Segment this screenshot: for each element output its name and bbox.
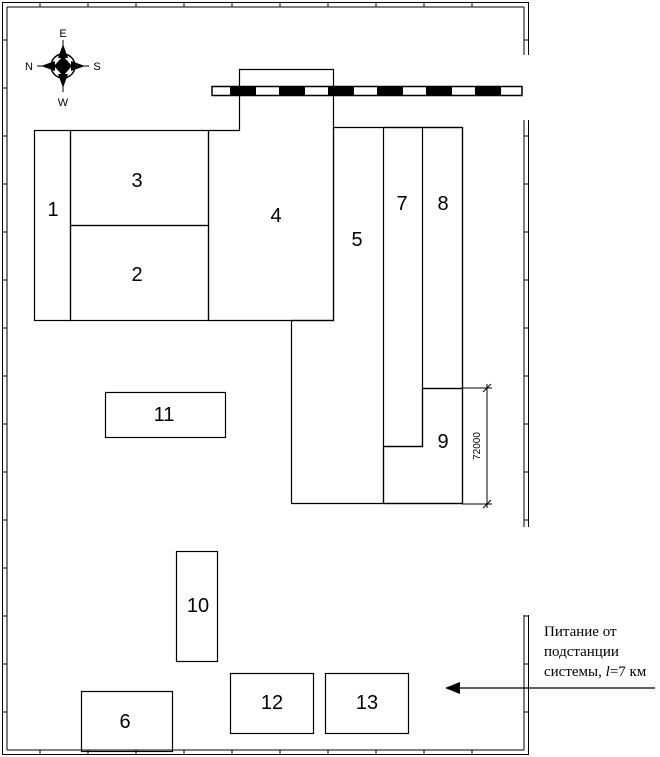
site-boundary (2, 2, 529, 755)
building-6-label: 6 (119, 711, 130, 733)
gate-opening-top (523, 55, 531, 120)
power-note-line1: Питание от (544, 624, 617, 640)
railway-track (211, 85, 523, 97)
power-note-line3: системы, l=7 км (544, 664, 647, 680)
building-4-label: 4 (270, 205, 281, 227)
building-11 (104, 391, 227, 439)
building-7-label: 7 (396, 193, 407, 215)
building-10-label: 10 (187, 595, 209, 617)
power-feed-arrow-icon (445, 682, 655, 694)
fence-ticks (2, 2, 529, 755)
dimension-line (462, 383, 492, 509)
building-13 (324, 672, 410, 735)
building-7 (383, 126, 424, 448)
power-note-line2: подстанции (544, 644, 619, 660)
building-8-label: 8 (437, 193, 448, 215)
building-6 (80, 690, 174, 753)
compass-rose-icon (37, 40, 89, 92)
compass-east-label: E (59, 28, 66, 40)
building-2-label: 2 (131, 264, 142, 286)
building-1 (33, 129, 72, 322)
building-9-label: 9 (437, 431, 448, 453)
building-8 (422, 126, 464, 390)
compass-south-label: S (93, 61, 100, 73)
compass-north-label: N (25, 61, 33, 73)
building-9 (382, 387, 464, 505)
building-13-label: 13 (356, 692, 378, 714)
building-11-label: 11 (154, 404, 175, 426)
compass-west-label: W (58, 97, 69, 109)
dimension-label: 72000 (472, 432, 483, 460)
building-10 (175, 550, 219, 663)
building-4 (207, 68, 335, 322)
building-12-label: 12 (261, 692, 283, 714)
gate-opening-bottom (523, 527, 531, 615)
building-1-label: 1 (47, 199, 58, 221)
building-3-label: 3 (131, 170, 142, 192)
building-5-label: 5 (351, 229, 362, 251)
building-12 (229, 672, 315, 735)
